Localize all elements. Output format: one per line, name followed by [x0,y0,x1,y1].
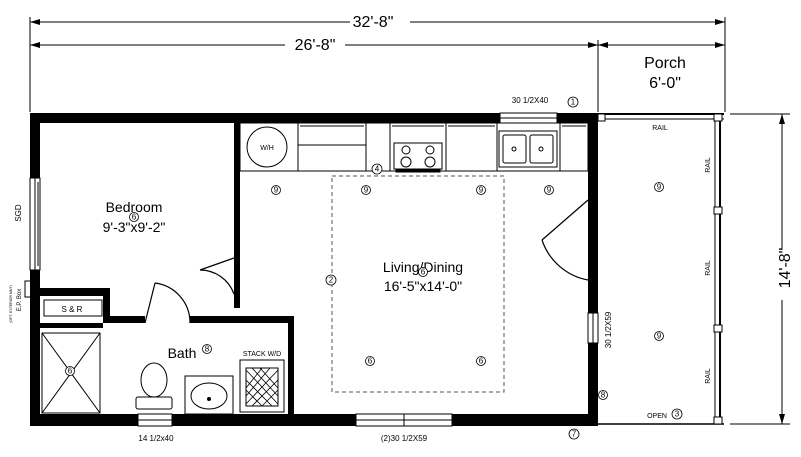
callout-3: 3 [675,410,680,419]
porch-rail-top-label: RAIL [652,125,668,132]
bathroom-vanity [184,375,234,415]
callout-4: 4 [375,165,380,174]
porch-rail-label-3: RAIL [705,368,712,384]
callout-6-living-right: 6 [479,357,484,366]
callout-8-bath: 8 [205,345,210,354]
water-heater: W/H [246,126,288,168]
windows [29,112,599,427]
ep-box [24,280,34,298]
ep-box-label: E.P. Box [17,289,23,312]
callout-2: 2 [329,276,334,285]
callout-1: 1 [571,98,576,107]
window-label-side: 30 1/2X59 [604,311,613,348]
stack-wd-label: STACK W/D [243,351,281,358]
callout-6-living-left: 6 [368,357,373,366]
toilet [135,362,173,410]
kitchen-sink [498,130,558,168]
window-label-top: 30 1/2X40 [512,96,549,105]
porch [597,113,724,425]
callout-markers [65,96,683,440]
porch-rail-label-1: RAIL [705,157,712,173]
range-stove [393,142,443,173]
living-dining-size: 16'-5"x14'-0" [384,278,462,294]
callout-6-living: 6 [421,268,426,277]
living-dining-name: Living/Dining [383,259,463,275]
stack-washer-dryer [239,359,285,413]
sliding-glass-door-label: SGD [14,204,23,222]
shelf-rod-label: S & R [62,305,83,314]
water-heater-label: W/H [260,145,274,152]
callout-6-bedroom: 6 [132,213,137,222]
dimension-arrows [30,19,785,424]
window-label-front: (2)30 1/2X59 [381,434,428,443]
house-length-dimension: 26'-8" [295,37,336,54]
porch-length-dimension: 6'-0" [649,75,681,92]
doors [144,199,589,324]
porch-open-label: OPEN [647,413,667,420]
depth-dim-bg [772,250,794,300]
bedroom-name: Bedroom [106,199,163,215]
exterior-walls [30,113,598,426]
callout-9-b: 9 [364,186,369,195]
callout-9-c: 9 [479,186,484,195]
callout-9-porch-b: 9 [657,332,662,341]
window-label-bath: 14 1/2x40 [138,434,174,443]
overall-dimension: 32'-8" [353,14,394,31]
callout-7: 7 [572,430,577,439]
bath-name: Bath [168,345,197,361]
callout-6-shower: 6 [68,367,73,376]
porch-rail-label-2: RAIL [705,260,712,276]
callout-9-a: 9 [274,186,279,195]
callout-8-door: 8 [601,391,606,400]
depth-dimension: 14'-8" [777,248,794,289]
kitchen-counters [239,122,589,172]
ep-box-sublabel: (OPT. EXTERIOR MNT) [9,285,13,323]
interior-walls [40,123,294,414]
overall-dim-bg [350,12,410,32]
porch-title: Porch [644,55,686,72]
house-dim-bg [285,35,345,55]
bedroom-size: 9'-3"x9'-2" [103,219,166,235]
shelf-and-rod [43,299,103,317]
callout-9-porch-a: 9 [657,183,662,192]
callout-9-d: 9 [547,186,552,195]
